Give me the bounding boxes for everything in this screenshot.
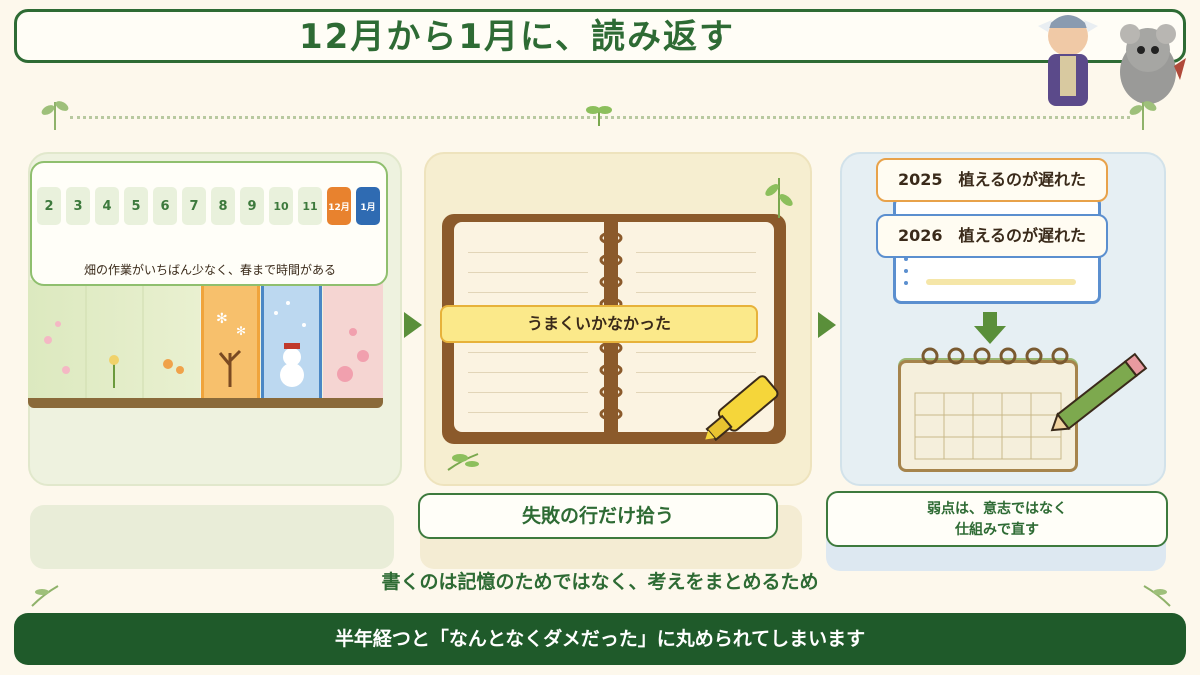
mascot-illustration — [1038, 15, 1186, 106]
month-bar-caption: 畑の作業がいちばん少なく、春まで時間がある — [83, 263, 336, 277]
month-tile: 3 — [66, 187, 90, 225]
footer-banner: 半年経つと「なんとなくダメだった」に丸められてしまいます — [14, 613, 1186, 665]
calendar-icon — [898, 360, 1078, 472]
month-tile: 6 — [153, 187, 177, 225]
arrow-down-icon — [974, 312, 1006, 344]
month-tile-december: 12月 — [327, 187, 351, 225]
february-strip — [323, 280, 383, 404]
month-tile-january: 1月 — [356, 187, 380, 225]
svg-text:✻: ✻ — [236, 324, 246, 338]
panel3-caption-line2: 仕組みで直す — [955, 522, 1039, 538]
leaf-icon — [1129, 101, 1157, 130]
month-bar: 2 3 4 5 6 7 8 9 10 11 12月 1月 畑の作業がいちばん少な… — [30, 161, 388, 286]
panel-footer-blank — [30, 505, 394, 569]
spring-summer-strip — [28, 280, 200, 404]
january-strip — [261, 280, 322, 404]
calendar-rings-icon — [921, 347, 1069, 365]
month-tile: 11 — [298, 187, 322, 225]
month-tile: 7 — [182, 187, 206, 225]
arrow-right-icon — [818, 312, 836, 338]
month-tile: 8 — [211, 187, 235, 225]
arrow-right-icon — [404, 312, 422, 338]
month-tile: 9 — [240, 187, 264, 225]
december-strip: ✻ ✻ — [201, 280, 260, 404]
year-card-2025: 2025 植えるのが遅れた — [876, 158, 1108, 202]
highlighted-line: うまくいかなかった — [440, 305, 758, 343]
panel2-caption: 失敗の行だけ拾う — [418, 493, 778, 539]
month-tile: 5 — [124, 187, 148, 225]
leaf-icon — [447, 453, 479, 471]
month-tile: 10 — [269, 187, 293, 225]
sprout-icon — [586, 106, 612, 126]
year-card-2026: 2026 植えるのが遅れた — [876, 214, 1108, 258]
svg-text:✻: ✻ — [216, 311, 228, 327]
highlighter-icon — [705, 375, 779, 442]
page-title: 12月から1月に、読み返す — [299, 17, 735, 57]
leaf-icon — [31, 585, 59, 607]
title-banner: 12月から1月に、読み返す — [14, 9, 1186, 63]
leaf-icon — [1143, 585, 1171, 607]
panel3-caption: 弱点は、意志ではなく 仕組みで直す — [826, 491, 1168, 547]
summary-message: 書くのは記憶のためではなく、考えをまとめるため — [381, 571, 819, 593]
month-tile: 4 — [95, 187, 119, 225]
pencil-icon — [1050, 352, 1148, 432]
shelf-base — [28, 398, 383, 408]
leaf-icon — [765, 178, 793, 218]
leaf-icon — [41, 101, 69, 130]
month-tile: 2 — [37, 187, 61, 225]
panel3-caption-line1: 弱点は、意志ではなく — [927, 501, 1067, 517]
